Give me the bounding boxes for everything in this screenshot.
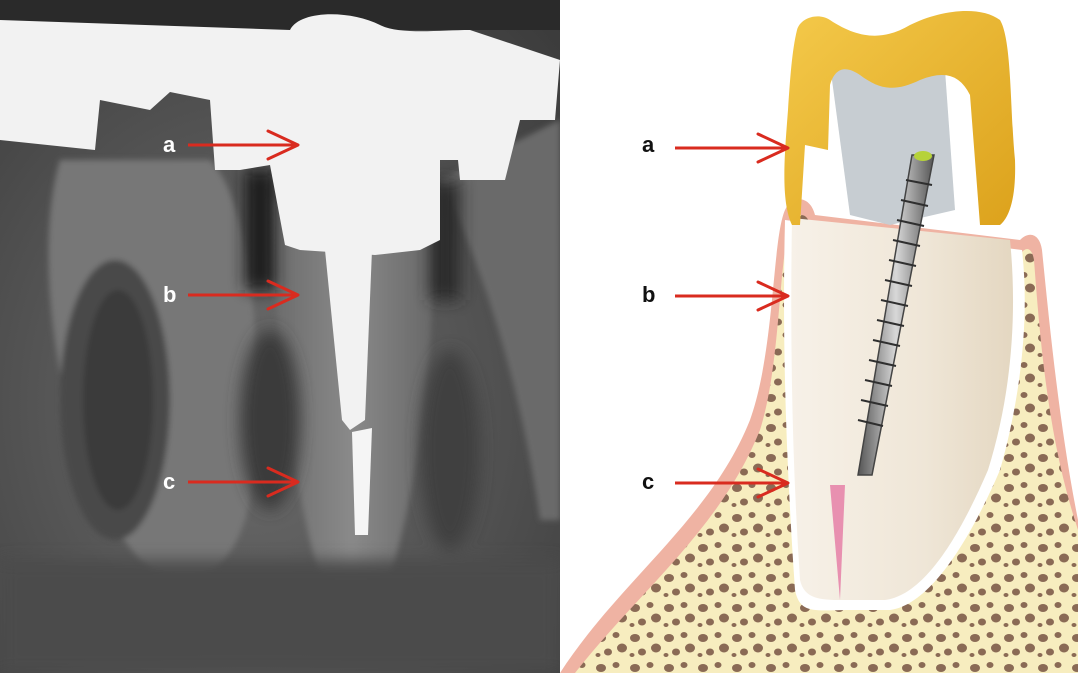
illustration-panel: a b c: [560, 0, 1078, 673]
illustration-arrow-b: [675, 282, 788, 310]
illustration-label-c: c: [642, 469, 654, 494]
radiograph-panel: a b c: [0, 0, 560, 673]
illustration-label-a: a: [642, 132, 655, 157]
radiograph-image: a b c: [0, 0, 560, 673]
illustration-arrow-a: [675, 134, 788, 162]
radiograph-label-a: a: [163, 132, 176, 157]
radiograph-label-b: b: [163, 282, 176, 307]
tooth-illustration: a b c: [560, 0, 1078, 673]
illustration-label-b: b: [642, 282, 655, 307]
radiograph-label-c: c: [163, 469, 175, 494]
